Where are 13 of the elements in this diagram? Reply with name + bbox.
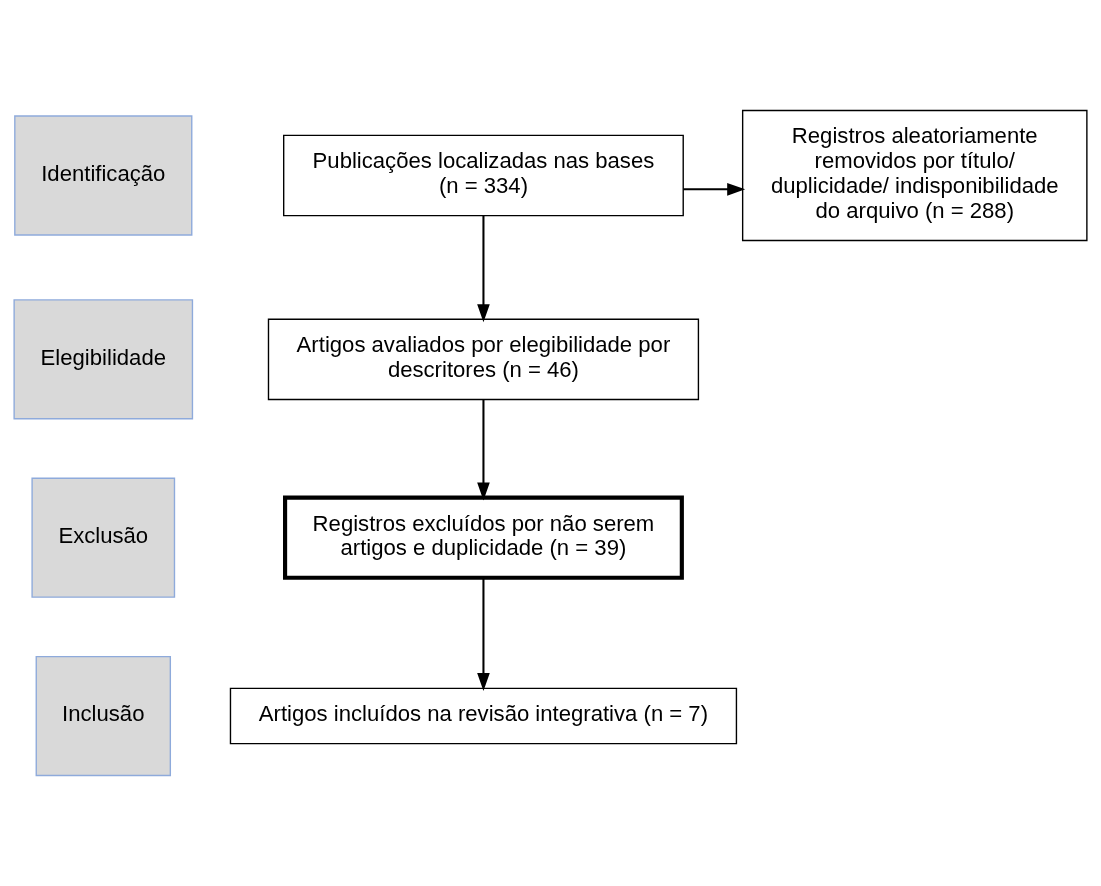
arrow xyxy=(477,399,490,501)
node-box: Registros excluídos por não serem artigos e duplicidade (n = 39) xyxy=(283,495,684,580)
node-box: Identificação xyxy=(14,115,193,236)
node-box: Publicações localizadas nas bases (n = 334) xyxy=(283,134,684,217)
node-box: Inclusão xyxy=(35,655,172,777)
node-box: Exclusão xyxy=(31,477,176,598)
arrow xyxy=(477,578,490,692)
arrow xyxy=(683,183,746,196)
node-box: Elegibilidade xyxy=(13,299,194,420)
node-box: Registros aleatoriamente removidos por título/ duplicidade/ indisponibilidade do arquivo (n = 288) xyxy=(741,109,1088,242)
arrow xyxy=(477,215,490,323)
node-box: Artigos avaliados por elegibilidade por descritores (n = 46) xyxy=(267,318,700,401)
node-box: Artigos incluídos na revisão integrativa (n = 7) xyxy=(229,687,738,745)
